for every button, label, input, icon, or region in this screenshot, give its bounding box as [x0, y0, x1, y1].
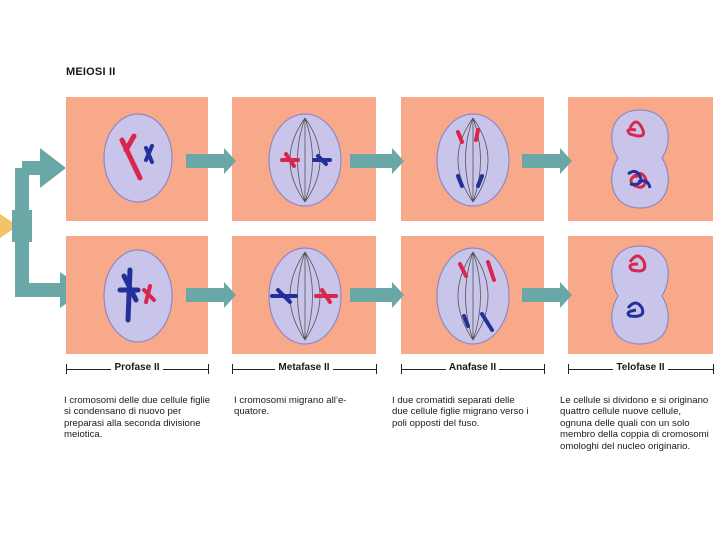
phase-label-prophase: Profase II — [66, 362, 208, 373]
description-anaphase: I due cromatidi separati delle due cellu… — [392, 395, 529, 429]
cell-anaphase-bottom — [436, 247, 510, 345]
cell-telophase-top — [611, 109, 669, 209]
cell-prophase-bottom — [103, 249, 173, 343]
description-metaphase: I cromosomi migrano all’e-quatore. — [234, 395, 347, 418]
input-arrow — [0, 214, 18, 238]
cell-telophase-bottom — [611, 245, 669, 345]
diagram-title: MEIOSI II — [66, 66, 116, 78]
split-arrow — [15, 168, 68, 297]
cell-metaphase-bottom — [268, 247, 342, 345]
phase-label-telophase: Telofase II — [568, 362, 713, 373]
phase-label-anaphase: Anafase II — [401, 362, 544, 373]
cell-metaphase-top — [268, 113, 342, 207]
connecting-arrows — [186, 148, 572, 308]
description-telophase: Le cellule si dividono e si originano qu… — [560, 395, 709, 452]
phase-label-metaphase: Metafase II — [232, 362, 376, 373]
cell-anaphase-top — [436, 113, 510, 207]
cell-prophase-top — [103, 113, 173, 203]
description-prophase: I cromosomi delle due cellule figlie si … — [64, 395, 211, 441]
